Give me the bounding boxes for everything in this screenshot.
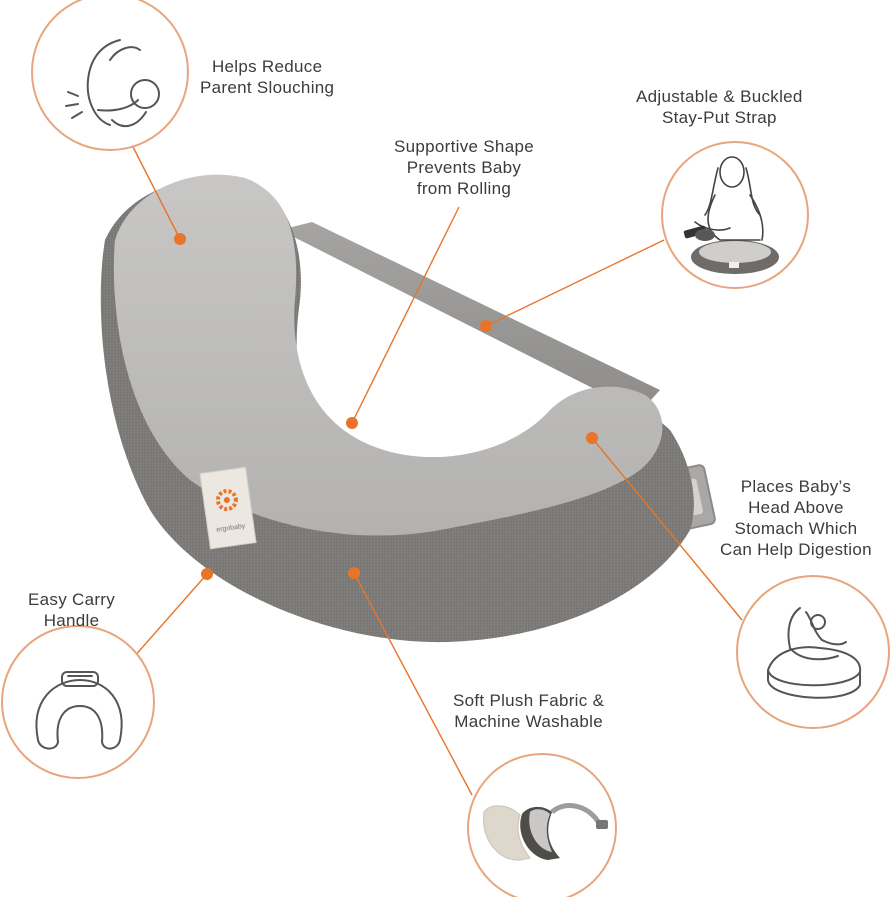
label-line: Stay-Put Strap: [661, 108, 777, 127]
label-line: Soft Plush Fabric &: [453, 691, 605, 710]
dot-digestion: [586, 432, 598, 444]
leader-line-handle: [125, 573, 208, 667]
parent-buckling-strap-photo-icon: [683, 156, 779, 274]
leader-line-shape: [351, 206, 460, 424]
dot-shape: [346, 417, 358, 429]
label-line: Easy Carry: [28, 590, 116, 609]
nursing-pillow: ergobaby: [100, 174, 716, 643]
feature-circle-digestion: [736, 575, 890, 729]
removable-cover-photo-icon: [483, 803, 608, 861]
feature-label-handle: Easy Carry Handle: [28, 589, 115, 631]
feature-circle-slouching: [31, 0, 189, 151]
feature-circle-strap: [661, 141, 809, 289]
label-line: Stomach Which: [734, 519, 858, 538]
leader-line-strap: [485, 239, 665, 327]
dot-washable: [348, 567, 360, 579]
brand-logo-icon: [215, 489, 238, 512]
leader-lines: [125, 144, 743, 796]
callout-dots: [174, 233, 598, 580]
label-line: Head Above: [748, 498, 844, 517]
dot-slouching: [174, 233, 186, 245]
label-line: Helps Reduce: [211, 57, 323, 76]
dot-handle: [201, 568, 213, 580]
leader-line-washable: [353, 572, 473, 796]
feature-label-strap: Adjustable & Buckled Stay-Put Strap: [636, 86, 803, 128]
leader-line-slouching: [131, 144, 181, 240]
feature-circle-washable: [467, 753, 617, 897]
feature-circle-handle: [1, 625, 155, 779]
feature-label-slouching: Helps Reduce Parent Slouching: [200, 56, 334, 98]
label-line: Supportive Shape: [394, 137, 534, 156]
baby-on-pillow-icon: [767, 607, 862, 699]
label-line: Parent Slouching: [200, 78, 335, 97]
carry-handle-pillow-icon: [35, 671, 123, 750]
leader-line-digestion: [591, 437, 743, 621]
parent-nursing-posture-icon: [65, 39, 160, 128]
pillow-strap: [280, 222, 660, 412]
label-line: Prevents Baby: [406, 158, 522, 177]
feature-label-digestion: Places Baby’s Head Above Stomach Which C…: [720, 476, 872, 560]
brand-tag-text: ergobaby: [216, 523, 246, 534]
label-line: Can Help Digestion: [720, 540, 872, 559]
label-line: Places Baby’s: [740, 477, 852, 496]
label-line: Machine Washable: [454, 712, 603, 731]
label-line: from Rolling: [416, 179, 512, 198]
label-line: Adjustable & Buckled: [636, 87, 803, 106]
feature-label-washable: Soft Plush Fabric & Machine Washable: [453, 690, 604, 732]
brand-tag: ergobaby: [199, 466, 257, 550]
dot-strap: [480, 320, 492, 332]
pillow-plush-top: [113, 174, 663, 536]
label-line: Handle: [43, 611, 100, 630]
feature-label-shape: Supportive Shape Prevents Baby from Roll…: [394, 136, 534, 199]
